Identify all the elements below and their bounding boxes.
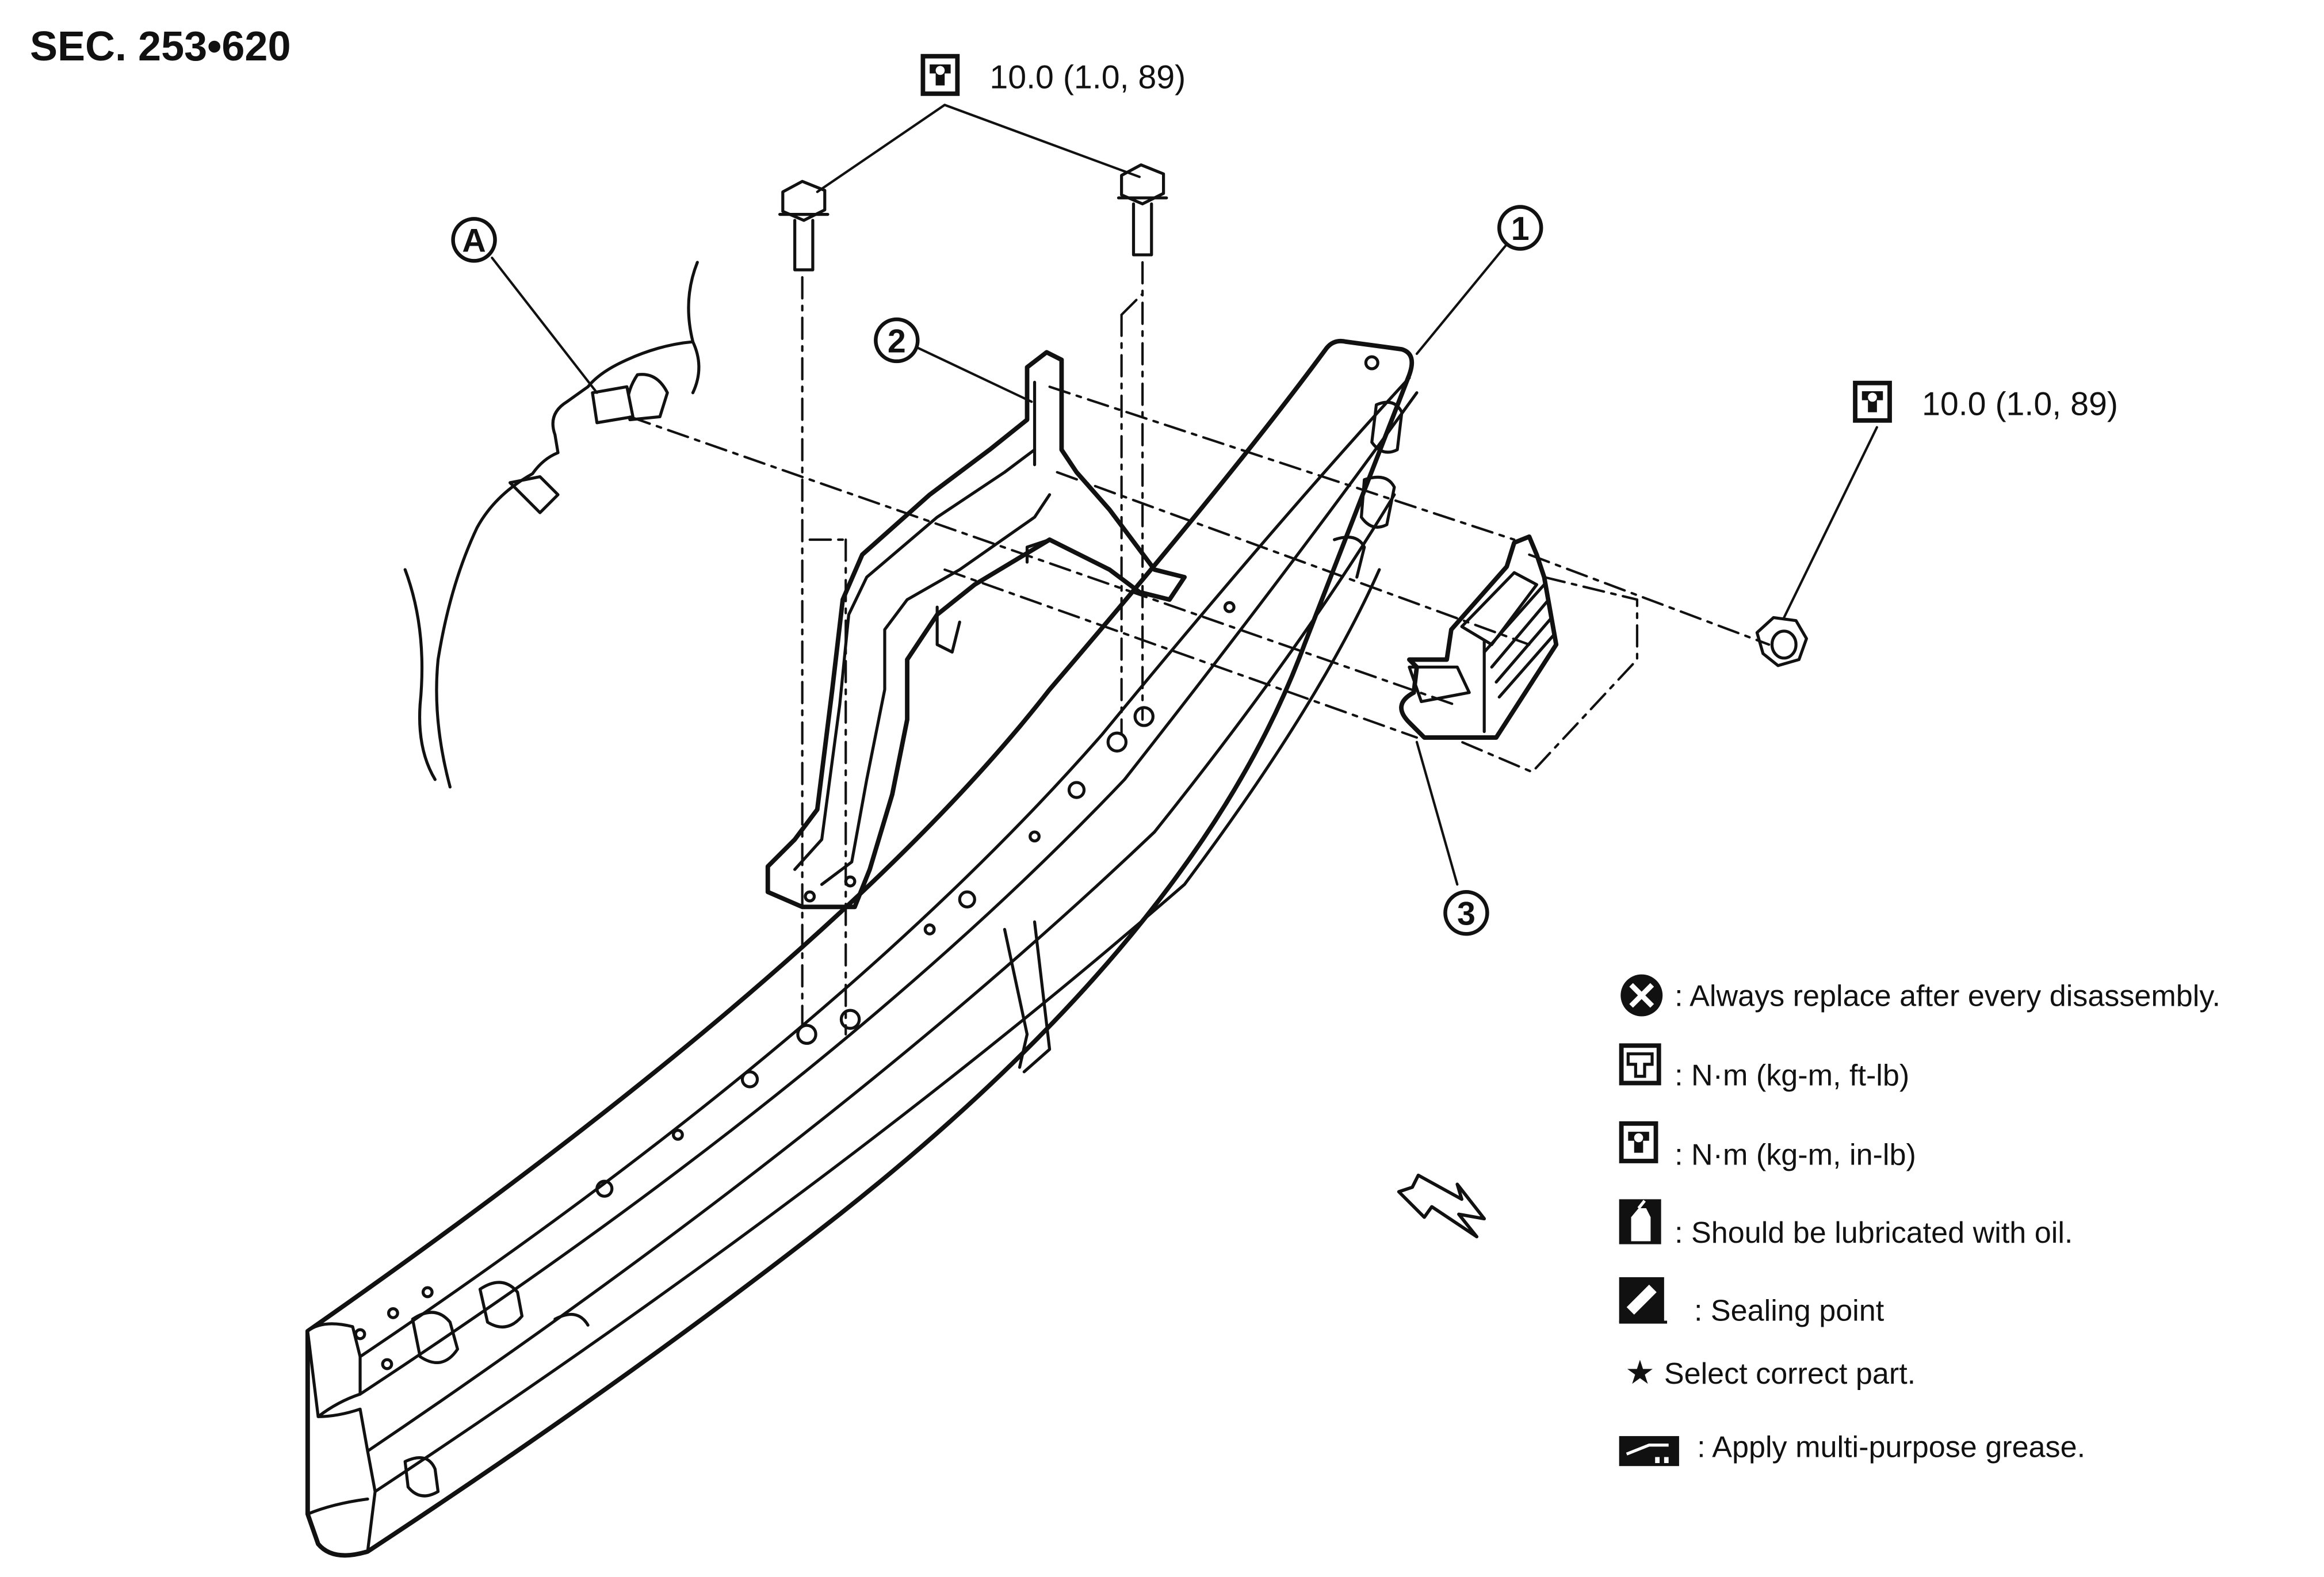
svg-text:: N·m (kg-m, in-lb): : N·m (kg-m, in-lb) — [1675, 1138, 1916, 1171]
legend: : Always replace after every disassembly… — [1619, 974, 2220, 1467]
bumper-reinforcement — [305, 338, 1419, 1558]
legend-item-torque-ft-lb: : N·m (kg-m, ft-lb) — [1619, 1043, 1909, 1092]
svg-text:3: 3 — [1457, 896, 1476, 933]
assembly-lines — [628, 261, 1771, 1036]
legend-item-torque-in-lb: : N·m (kg-m, in-lb) — [1619, 1121, 1916, 1171]
grease-icon — [1619, 1436, 1679, 1467]
sensor-bracket — [765, 350, 1187, 910]
legend-item-grease: : Apply multi-purpose grease. — [1619, 1431, 2085, 1467]
oil-icon — [1619, 1199, 1661, 1244]
nut — [1755, 616, 1808, 667]
bolt-right — [1117, 163, 1168, 257]
always-replace-icon — [1620, 974, 1663, 1017]
torque-spec-nut: 10.0 (1.0, 89) — [1853, 380, 2118, 423]
leader-lines — [491, 104, 1878, 886]
torque-in-lb-icon — [920, 54, 960, 96]
torque-in-lb-icon — [1619, 1121, 1658, 1163]
svg-text:10.0 (1.0, 89): 10.0 (1.0, 89) — [1922, 386, 2118, 423]
svg-text:: N·m (kg-m, ft-lb): : N·m (kg-m, ft-lb) — [1675, 1059, 1909, 1092]
legend-item-oil: : Should be lubricated with oil. — [1619, 1199, 2073, 1250]
callout-3: 3 — [1443, 890, 1489, 936]
svg-text:: Apply multi-purpose grease.: : Apply multi-purpose grease. — [1697, 1431, 2085, 1464]
star-icon: ★ — [1625, 1354, 1654, 1391]
legend-item-select-part: ★ Select correct part. — [1625, 1354, 1916, 1391]
front-direction-arrow-icon — [1397, 1173, 1486, 1239]
svg-text:10.0 (1.0, 89): 10.0 (1.0, 89) — [989, 59, 1186, 96]
callout-a: A — [451, 217, 497, 263]
torque-ft-lb-icon — [1619, 1043, 1661, 1086]
svg-text:1: 1 — [1511, 211, 1530, 247]
legend-item-always-replace: : Always replace after every disassembly… — [1620, 974, 2220, 1017]
bolt-left — [778, 180, 830, 272]
svg-text:: Should be lubricated with oi: : Should be lubricated with oil. — [1675, 1216, 2073, 1250]
svg-text:2: 2 — [888, 323, 906, 360]
callout-1: 1 — [1497, 205, 1543, 251]
svg-text:: Sealing point: : Sealing point — [1694, 1294, 1885, 1327]
torque-spec-bolts: 10.0 (1.0, 89) — [920, 54, 1186, 96]
torque-in-lb-icon — [1853, 380, 1892, 423]
sealing-icon — [1619, 1277, 1668, 1324]
wire-harness — [403, 261, 701, 789]
svg-text:Select correct part.: Select correct part. — [1664, 1357, 1916, 1391]
legend-item-sealing: : Sealing point — [1619, 1277, 1885, 1327]
section-label: SEC. 253•620 — [30, 24, 291, 70]
callout-2: 2 — [874, 317, 920, 364]
sensor-unit — [1399, 534, 1559, 740]
svg-text:A: A — [462, 223, 486, 259]
svg-text:: Always replace after every d: : Always replace after every disassembly… — [1675, 979, 2220, 1013]
